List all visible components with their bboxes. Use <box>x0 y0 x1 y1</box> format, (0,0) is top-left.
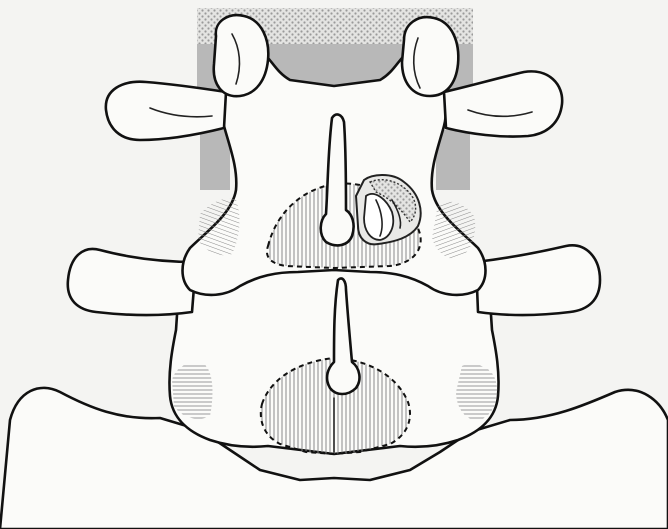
lower-right-transverse-process <box>476 245 600 315</box>
upper-left-hatched-zone <box>198 199 239 255</box>
left-superior-articular-process <box>214 15 269 96</box>
lower-left-hatched-zone <box>172 363 212 419</box>
gray-shadow-left <box>200 130 230 190</box>
lower-left-transverse-process <box>68 249 196 315</box>
upper-left-transverse-process <box>106 82 226 140</box>
right-superior-articular-process <box>402 17 458 96</box>
